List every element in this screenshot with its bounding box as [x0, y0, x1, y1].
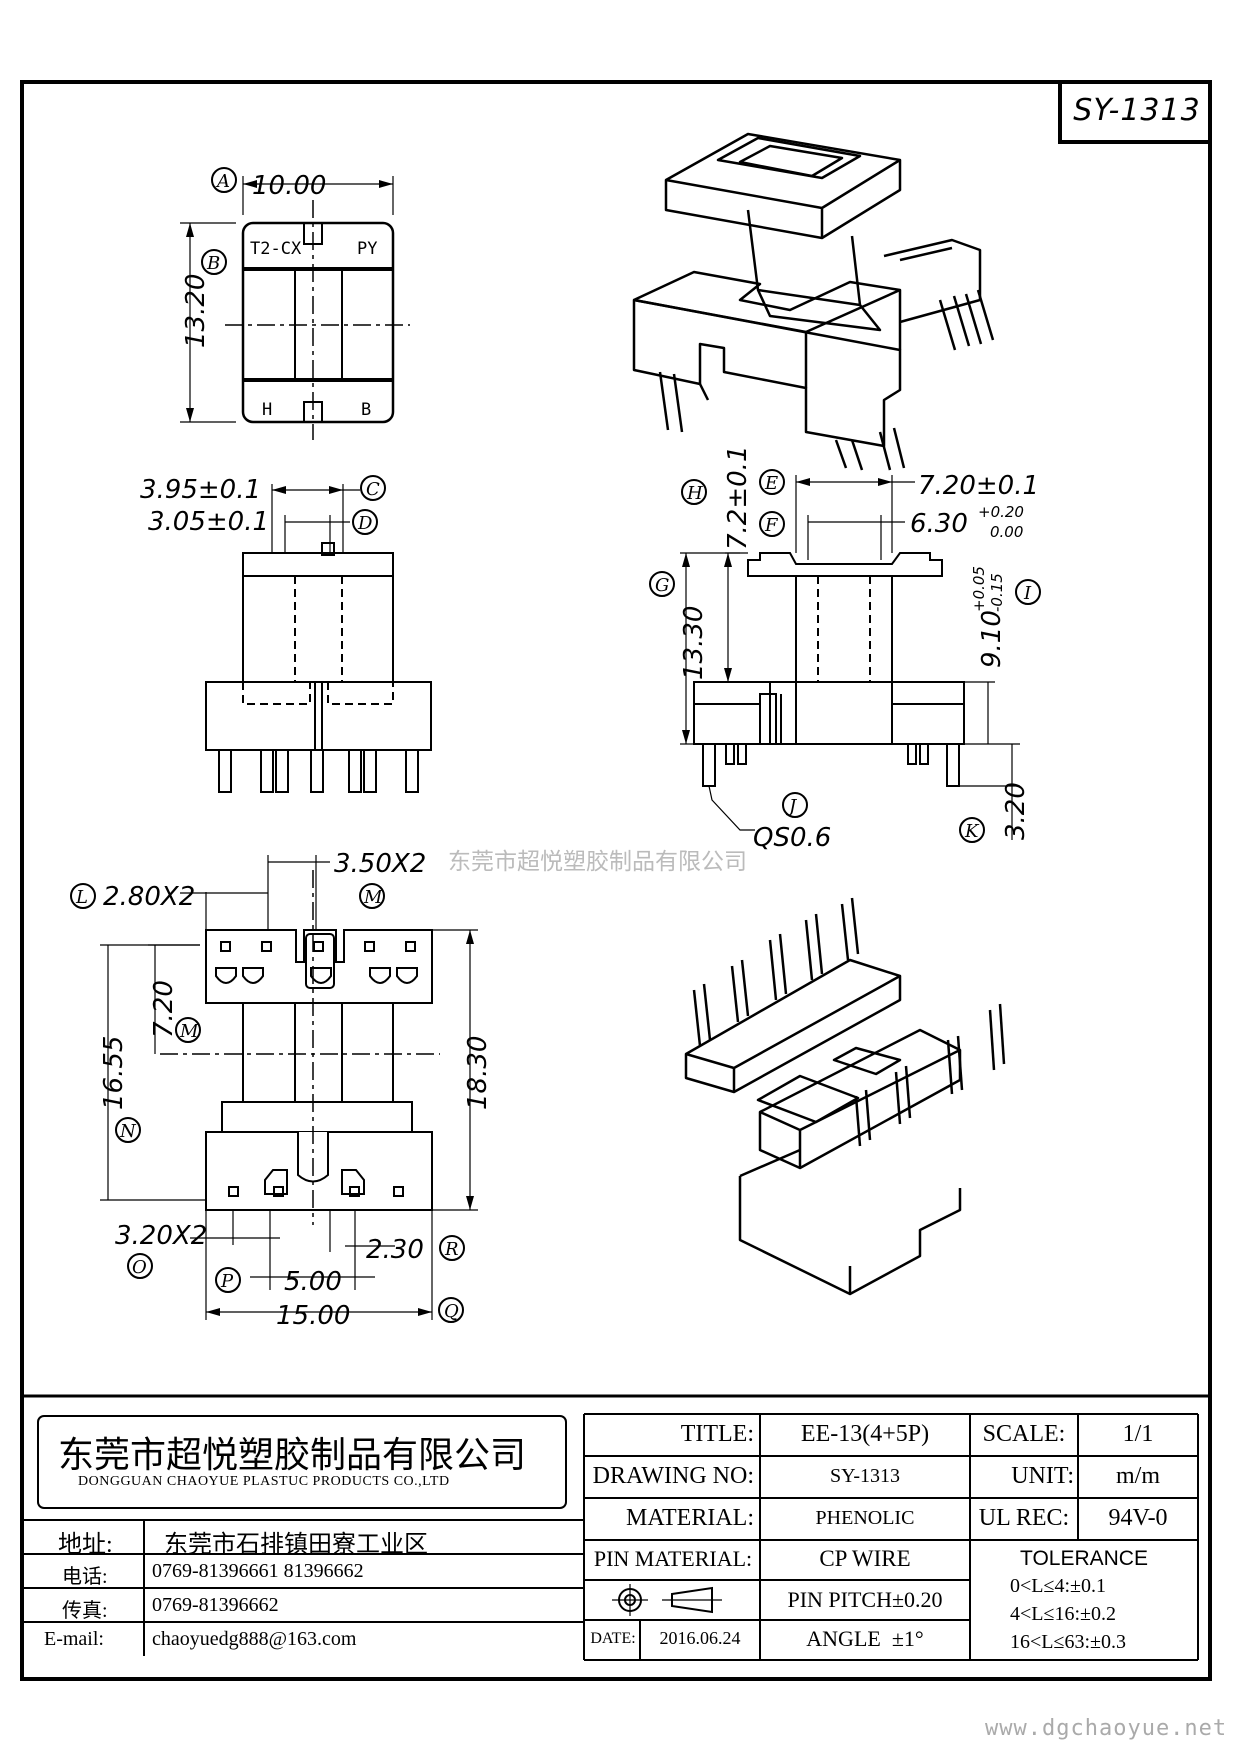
dim-i-tol-lower: -0.15	[988, 573, 1006, 612]
marker-j: J	[785, 796, 798, 817]
phone-label: 电话:	[62, 1566, 108, 1588]
dim-r: 2.30	[366, 1235, 424, 1265]
part-number-box: SY-1313	[1058, 80, 1212, 144]
marker-h: H	[686, 483, 703, 504]
marker-i: I	[1023, 583, 1032, 604]
dim-f-tol-upper: +0.20	[978, 503, 1024, 521]
dim-d: 3.05±0.1	[148, 507, 269, 537]
marker-l: L	[75, 887, 88, 908]
dim-c: 3.95±0.1	[140, 475, 261, 505]
marker-r: R	[444, 1239, 459, 1260]
angle-tolerance: ANGLE ±1°	[806, 1626, 924, 1651]
dim-l: 2.80X2	[103, 882, 195, 912]
material-label: MATERIAL:	[626, 1505, 754, 1531]
dim-j: QS0.6	[753, 823, 831, 853]
company-name-cn: 东莞市超悦塑胶制品有限公司	[58, 1435, 527, 1475]
dim-h: 7.2±0.1	[723, 446, 753, 550]
dim-g: 13.30	[679, 606, 709, 680]
pin-material-value: CP WIRE	[819, 1546, 911, 1571]
address-value: 东莞市石排镇田寮工业区	[164, 1532, 428, 1558]
part-number: SY-1313	[1073, 92, 1201, 128]
scale-value: 1/1	[1122, 1421, 1154, 1447]
marker-n: N	[119, 1121, 137, 1142]
dim-k: 3.20	[1001, 782, 1031, 840]
marker-c: C	[366, 479, 380, 500]
front-pins	[218, 749, 419, 793]
top-width-dim: 10.00	[252, 171, 326, 201]
scale-label: SCALE:	[982, 1421, 1066, 1447]
dim-q: 15.00	[276, 1301, 350, 1331]
bottom-pin-pads-bottom	[228, 1169, 404, 1197]
front-view	[205, 475, 432, 793]
drawing-no-label: DRAWING NO:	[592, 1463, 754, 1489]
title-block	[24, 1394, 1208, 1661]
corner-label-h: H	[262, 400, 272, 420]
marker-b: B	[206, 253, 220, 274]
email-label: E-mail:	[44, 1628, 104, 1650]
isometric-view-top	[632, 132, 995, 471]
top-view	[180, 167, 410, 440]
title-value: EE-13(4+5P)	[800, 1421, 930, 1447]
marker-m-top: M	[363, 887, 383, 908]
dim-m-side: 7.20	[149, 980, 179, 1038]
website-url: www.dgchaoyue.net	[985, 1716, 1228, 1741]
ul-rec-label: UL REC:	[978, 1505, 1070, 1531]
corner-label-t2cx: T2-CX	[250, 239, 302, 259]
drawing-no-value: SY-1313	[829, 1465, 900, 1487]
dim-m-top: 3.50X2	[334, 849, 426, 879]
tolerance-range-2: 4<L≤16:±0.2	[1010, 1603, 1117, 1625]
dim-i-tol-upper: +0.05	[970, 566, 988, 612]
phone-value: 0769-81396661 81396662	[152, 1560, 364, 1582]
marker-e: E	[764, 473, 778, 494]
dim-i: 9.10	[977, 610, 1007, 668]
dim-total-height: 18.30	[463, 1036, 493, 1110]
tolerance-range-3: 16<L≤63:±0.3	[1010, 1631, 1127, 1653]
unit-value: m/m	[1115, 1463, 1160, 1489]
dim-p: 5.00	[284, 1267, 342, 1297]
ul-rec-value: 94V-0	[1108, 1505, 1168, 1531]
dim-f-tol-lower: 0.00	[990, 523, 1023, 541]
dim-o: 3.20X2	[115, 1221, 207, 1251]
pin-material-label: PIN MATERIAL:	[593, 1546, 753, 1571]
watermark: 东莞市超悦塑胶制品有限公司	[448, 849, 747, 875]
corner-label-b: B	[361, 400, 371, 420]
marker-g: G	[655, 575, 669, 596]
tolerance-label: TOLERANCE	[1020, 1547, 1148, 1570]
company-name-en: DONGGUAN CHAOYUE PLASTUC PRODUCTS CO.,LT…	[78, 1474, 450, 1489]
pin-pitch: PIN PITCH±0.20	[787, 1587, 943, 1612]
tolerance-range-1: 0<L≤4:±0.1	[1010, 1575, 1107, 1597]
bottom-view	[70, 855, 478, 1323]
bottom-pin-pads-top	[215, 941, 418, 984]
marker-k: K	[964, 821, 980, 842]
dim-n: 16.55	[99, 1036, 129, 1110]
marker-m-side: M	[179, 1021, 199, 1042]
unit-label: UNIT:	[1011, 1463, 1074, 1489]
email-value: chaoyuedg888@163.com	[152, 1628, 357, 1650]
side-view	[649, 469, 1041, 843]
dim-f: 6.30	[910, 509, 968, 539]
top-height-dim: 13.20	[181, 274, 211, 348]
address-label: 地址:	[58, 1532, 113, 1558]
marker-p: P	[220, 1271, 234, 1292]
marker-q: Q	[444, 1301, 459, 1322]
material-value: PHENOLIC	[815, 1507, 915, 1529]
drawing-frame	[20, 80, 1212, 1681]
date-value: 2016.06.24	[659, 1628, 741, 1648]
dim-e: 7.20±0.1	[918, 471, 1039, 501]
corner-label-py: PY	[357, 239, 377, 259]
marker-a: A	[215, 171, 230, 192]
marker-f: F	[764, 515, 779, 536]
marker-d: D	[357, 513, 373, 534]
date-label: DATE:	[590, 1630, 636, 1647]
marker-o: O	[132, 1257, 147, 1278]
title-label: TITLE:	[680, 1421, 754, 1447]
fax-value: 0769-81396662	[152, 1594, 279, 1616]
isometric-view-bottom	[684, 897, 1006, 1296]
fax-label: 传真:	[62, 1600, 108, 1622]
